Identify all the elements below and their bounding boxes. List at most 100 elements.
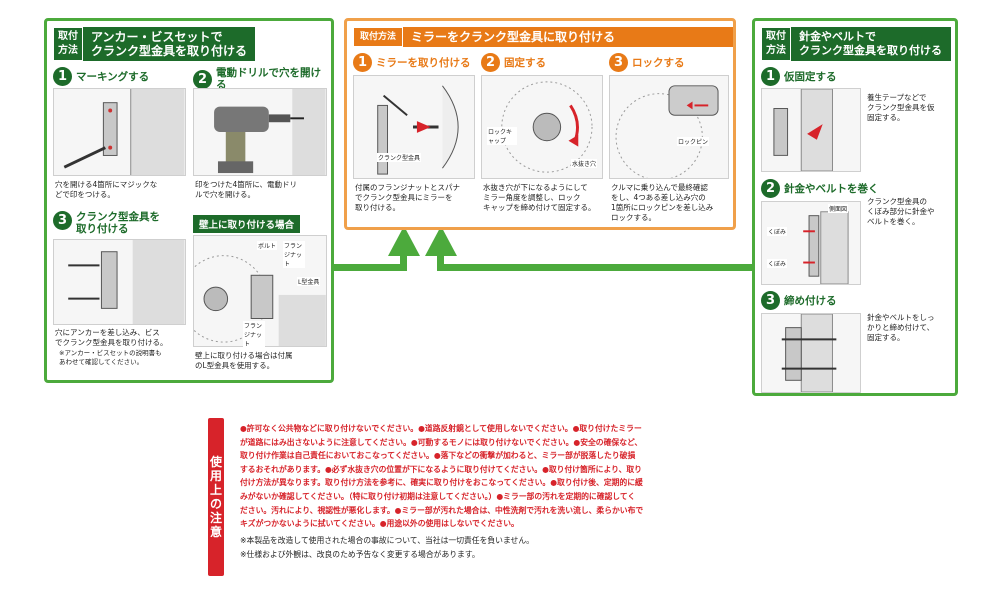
- step-title: 固定する: [504, 56, 546, 69]
- connector-line-mid2: [437, 254, 444, 271]
- right-step2-description: クランク型金具の くぼみ部分に針金や ベルトを巻く。: [867, 197, 935, 227]
- panel-title: 針金やベルトでクランク型金具を取り付ける: [791, 27, 951, 61]
- caution-heading: 使 用 上 の 注 意: [208, 418, 224, 576]
- right-step1-description: 養生テープなどで クランク型金具を仮 固定する。: [867, 93, 935, 123]
- desc-line: ベルトを巻く。: [867, 217, 920, 226]
- step-title: ロックする: [632, 56, 685, 69]
- center-step3-description: クルマに乗り込んで最終確認 をし、4つある差し込み穴の 1箇所にロックピンを差し…: [611, 183, 713, 223]
- desc-line: ロックする。: [611, 213, 656, 222]
- step-attach-mirror: 1 ミラーを取り付ける: [353, 53, 471, 72]
- caution-line: キズがつかないように拭いてください。●用途以外の使用はしないでください。: [240, 519, 519, 529]
- label-lock-cap: ロックキャップ: [487, 127, 517, 145]
- step-attach-bracket: 3 クランク型金具を 取り付ける: [53, 211, 160, 235]
- label-l-bracket: L型金具: [297, 277, 321, 286]
- desc-line: 針金やベルトをしっ: [867, 313, 935, 322]
- temp-fix-illustration: [761, 88, 861, 172]
- step-wrap-wire: 2 針金やベルトを巻く: [761, 179, 879, 198]
- step-temp-fix: 1 仮固定する: [761, 67, 837, 86]
- step3-note: ※アンカー・ビスセットの説明書も あわせて確認してください。: [59, 349, 162, 366]
- step-number: 2: [761, 179, 780, 198]
- method-tag: 取付方法: [761, 27, 791, 61]
- caution-heading-char: 上: [209, 483, 222, 497]
- step1-description: 穴を開ける4箇所にマジックな どで印をつける。: [55, 180, 157, 200]
- desc-line: 穴を開ける4箇所にマジックな: [55, 180, 158, 189]
- step-title: マーキングする: [76, 70, 150, 83]
- connector-line-mid: [400, 254, 407, 271]
- desc-line: ルで穴を開ける。: [195, 190, 255, 199]
- desc-line: のL型金具を使用する。: [195, 361, 275, 370]
- panel-header: 取付方法 アンカー・ビスセットでクランク型金具を取り付ける: [53, 27, 256, 61]
- desc-line: ミラー角度を調整し、ロック: [483, 193, 581, 202]
- desc-line: 印をつけた4箇所に、電動ドリ: [195, 180, 298, 189]
- desc-line: 固定する。: [867, 333, 905, 342]
- step-number: 1: [761, 67, 780, 86]
- caution-line: するおそれがあります。●必ず水抜き穴の位置が下になるように取り付けてください。●…: [240, 464, 642, 474]
- spec-change-note: ※仕様および外観は、改良のため予告なく変更する場合があります。: [240, 550, 480, 559]
- desc-line: でクランク型金具にミラーを: [355, 193, 453, 202]
- title-line: 取り付ける: [76, 223, 129, 235]
- panel-title: アンカー・ビスセットでクランク型金具を取り付ける: [83, 27, 256, 61]
- bracket-illustration: [53, 239, 186, 325]
- panel-wire-belt: 取付方法 針金やベルトでクランク型金具を取り付ける 1 仮固定する 養生テープな…: [752, 18, 958, 396]
- desc-line: をし、4つある差し込み穴の: [611, 193, 706, 202]
- caution-line: みがないか確認してください。（特に取り付け初期は注意してください。）●ミラー部の…: [240, 491, 636, 501]
- panel-anchor-screw: 取付方法 アンカー・ビスセットでクランク型金具を取り付ける 1 マーキングする …: [44, 18, 334, 383]
- label-crank-bracket: クランク型金具: [377, 153, 422, 162]
- right-step3-description: 針金やベルトをしっ かりと締め付けて、 固定する。: [867, 313, 935, 343]
- connector-line-left: [333, 264, 400, 271]
- step-title: 仮固定する: [784, 70, 837, 83]
- step-title: 電動ドリルで穴を開ける: [216, 67, 321, 91]
- desc-line: 取り付ける。: [355, 203, 400, 212]
- step-title: クランク型金具を 取り付ける: [76, 211, 160, 235]
- up-arrow-icon: [425, 226, 457, 256]
- drill-illustration: [193, 88, 327, 176]
- caution-text: ●許可なく公共物などに取り付けないでください。●道路反射鏡として使用しないでくだ…: [240, 422, 820, 531]
- method-tag: 取付方法: [53, 27, 83, 61]
- disclaimer-note: ※本製品を改造して使用された場合の事故について、当社は一切責任を負いません。: [240, 536, 534, 545]
- step-number: 1: [353, 53, 372, 72]
- caution-heading-char: 用: [209, 469, 222, 483]
- desc-line: 水抜き穴が下になるようにして: [483, 183, 588, 192]
- step-title: 締め付ける: [784, 294, 837, 307]
- title-line-1: 針金やベルトで: [799, 30, 876, 43]
- center-step2-description: 水抜き穴が下になるようにして ミラー角度を調整し、ロック キャップを締め付けて固…: [483, 183, 596, 213]
- wall-mount-description: 壁上に取り付ける場合は付属 のL型金具を使用する。: [195, 351, 293, 371]
- desc-line: 壁上に取り付ける場合は付属: [195, 351, 293, 360]
- caution-heading-char: 注: [209, 511, 222, 525]
- step-number: 2: [193, 69, 212, 89]
- label-flange-nut: フランジナット: [283, 241, 305, 268]
- step-tighten: 3 締め付ける: [761, 291, 837, 310]
- label-side-view: 側面図: [828, 204, 849, 213]
- tighten-illustration: [761, 313, 861, 393]
- wall-mount-title: 壁上に取り付ける場合: [193, 215, 301, 233]
- step-marking: 1 マーキングする: [53, 67, 149, 86]
- desc-line: キャップを締め付けて固定する。: [483, 203, 596, 212]
- desc-line: どで印をつける。: [55, 190, 115, 199]
- title-line: クランク型金具を: [76, 211, 160, 223]
- step-drill: 2 電動ドリルで穴を開ける: [193, 67, 331, 91]
- caution-line: ●許可なく公共物などに取り付けないでください。●道路反射鏡として使用しないでくだ…: [240, 424, 642, 433]
- note-line: あわせて確認してください。: [59, 357, 144, 366]
- attach-mirror-illustration: [353, 75, 475, 179]
- caution-line: ださい。汚れにより、視認性が悪化します。●ミラー部が汚れた場合は、中性洗剤で汚れ…: [240, 505, 644, 515]
- title-line-2: クランク型金具を取り付ける: [91, 44, 248, 58]
- step-fix: 2 固定する: [481, 53, 546, 72]
- panel-mirror-attach: 取付方法 ミラーをクランク型金具に取り付ける 1 ミラーを取り付ける クランク型…: [344, 18, 736, 230]
- caution-line: 付け方法が異なります。取り付け方法を参考に、確実に取り付けをおこなってください。…: [240, 478, 643, 488]
- label-flange-nut-2: フランジナット: [243, 321, 265, 348]
- step-title: ミラーを取り付ける: [376, 56, 471, 69]
- desc-line: かりと締め付けて、: [867, 323, 935, 332]
- panel-header: 取付方法 針金やベルトでクランク型金具を取り付ける: [761, 27, 951, 61]
- step2-description: 印をつけた4箇所に、電動ドリ ルで穴を開ける。: [195, 180, 297, 200]
- desc-line: 1箇所にロックピンを差し込み: [611, 203, 714, 212]
- up-arrow-icon: [388, 226, 420, 256]
- panel-title: ミラーをクランク型金具に取り付ける: [403, 27, 733, 47]
- caution-line: が道路にはみ出さないように注意してください。●可動するモノには取り付けないでくだ…: [240, 437, 643, 447]
- step-number: 3: [761, 291, 780, 310]
- method-tag: 取付方法: [353, 27, 403, 47]
- wrap-wire-illustration: [761, 201, 861, 285]
- desc-line: くぼみ部分に針金や: [867, 207, 935, 216]
- desc-line: 固定する。: [867, 113, 905, 122]
- note-line: ※アンカー・ビスセットの説明書も: [59, 349, 162, 357]
- center-step1-description: 付属のフランジナットとスパナ でクランク型金具にミラーを 取り付ける。: [355, 183, 460, 213]
